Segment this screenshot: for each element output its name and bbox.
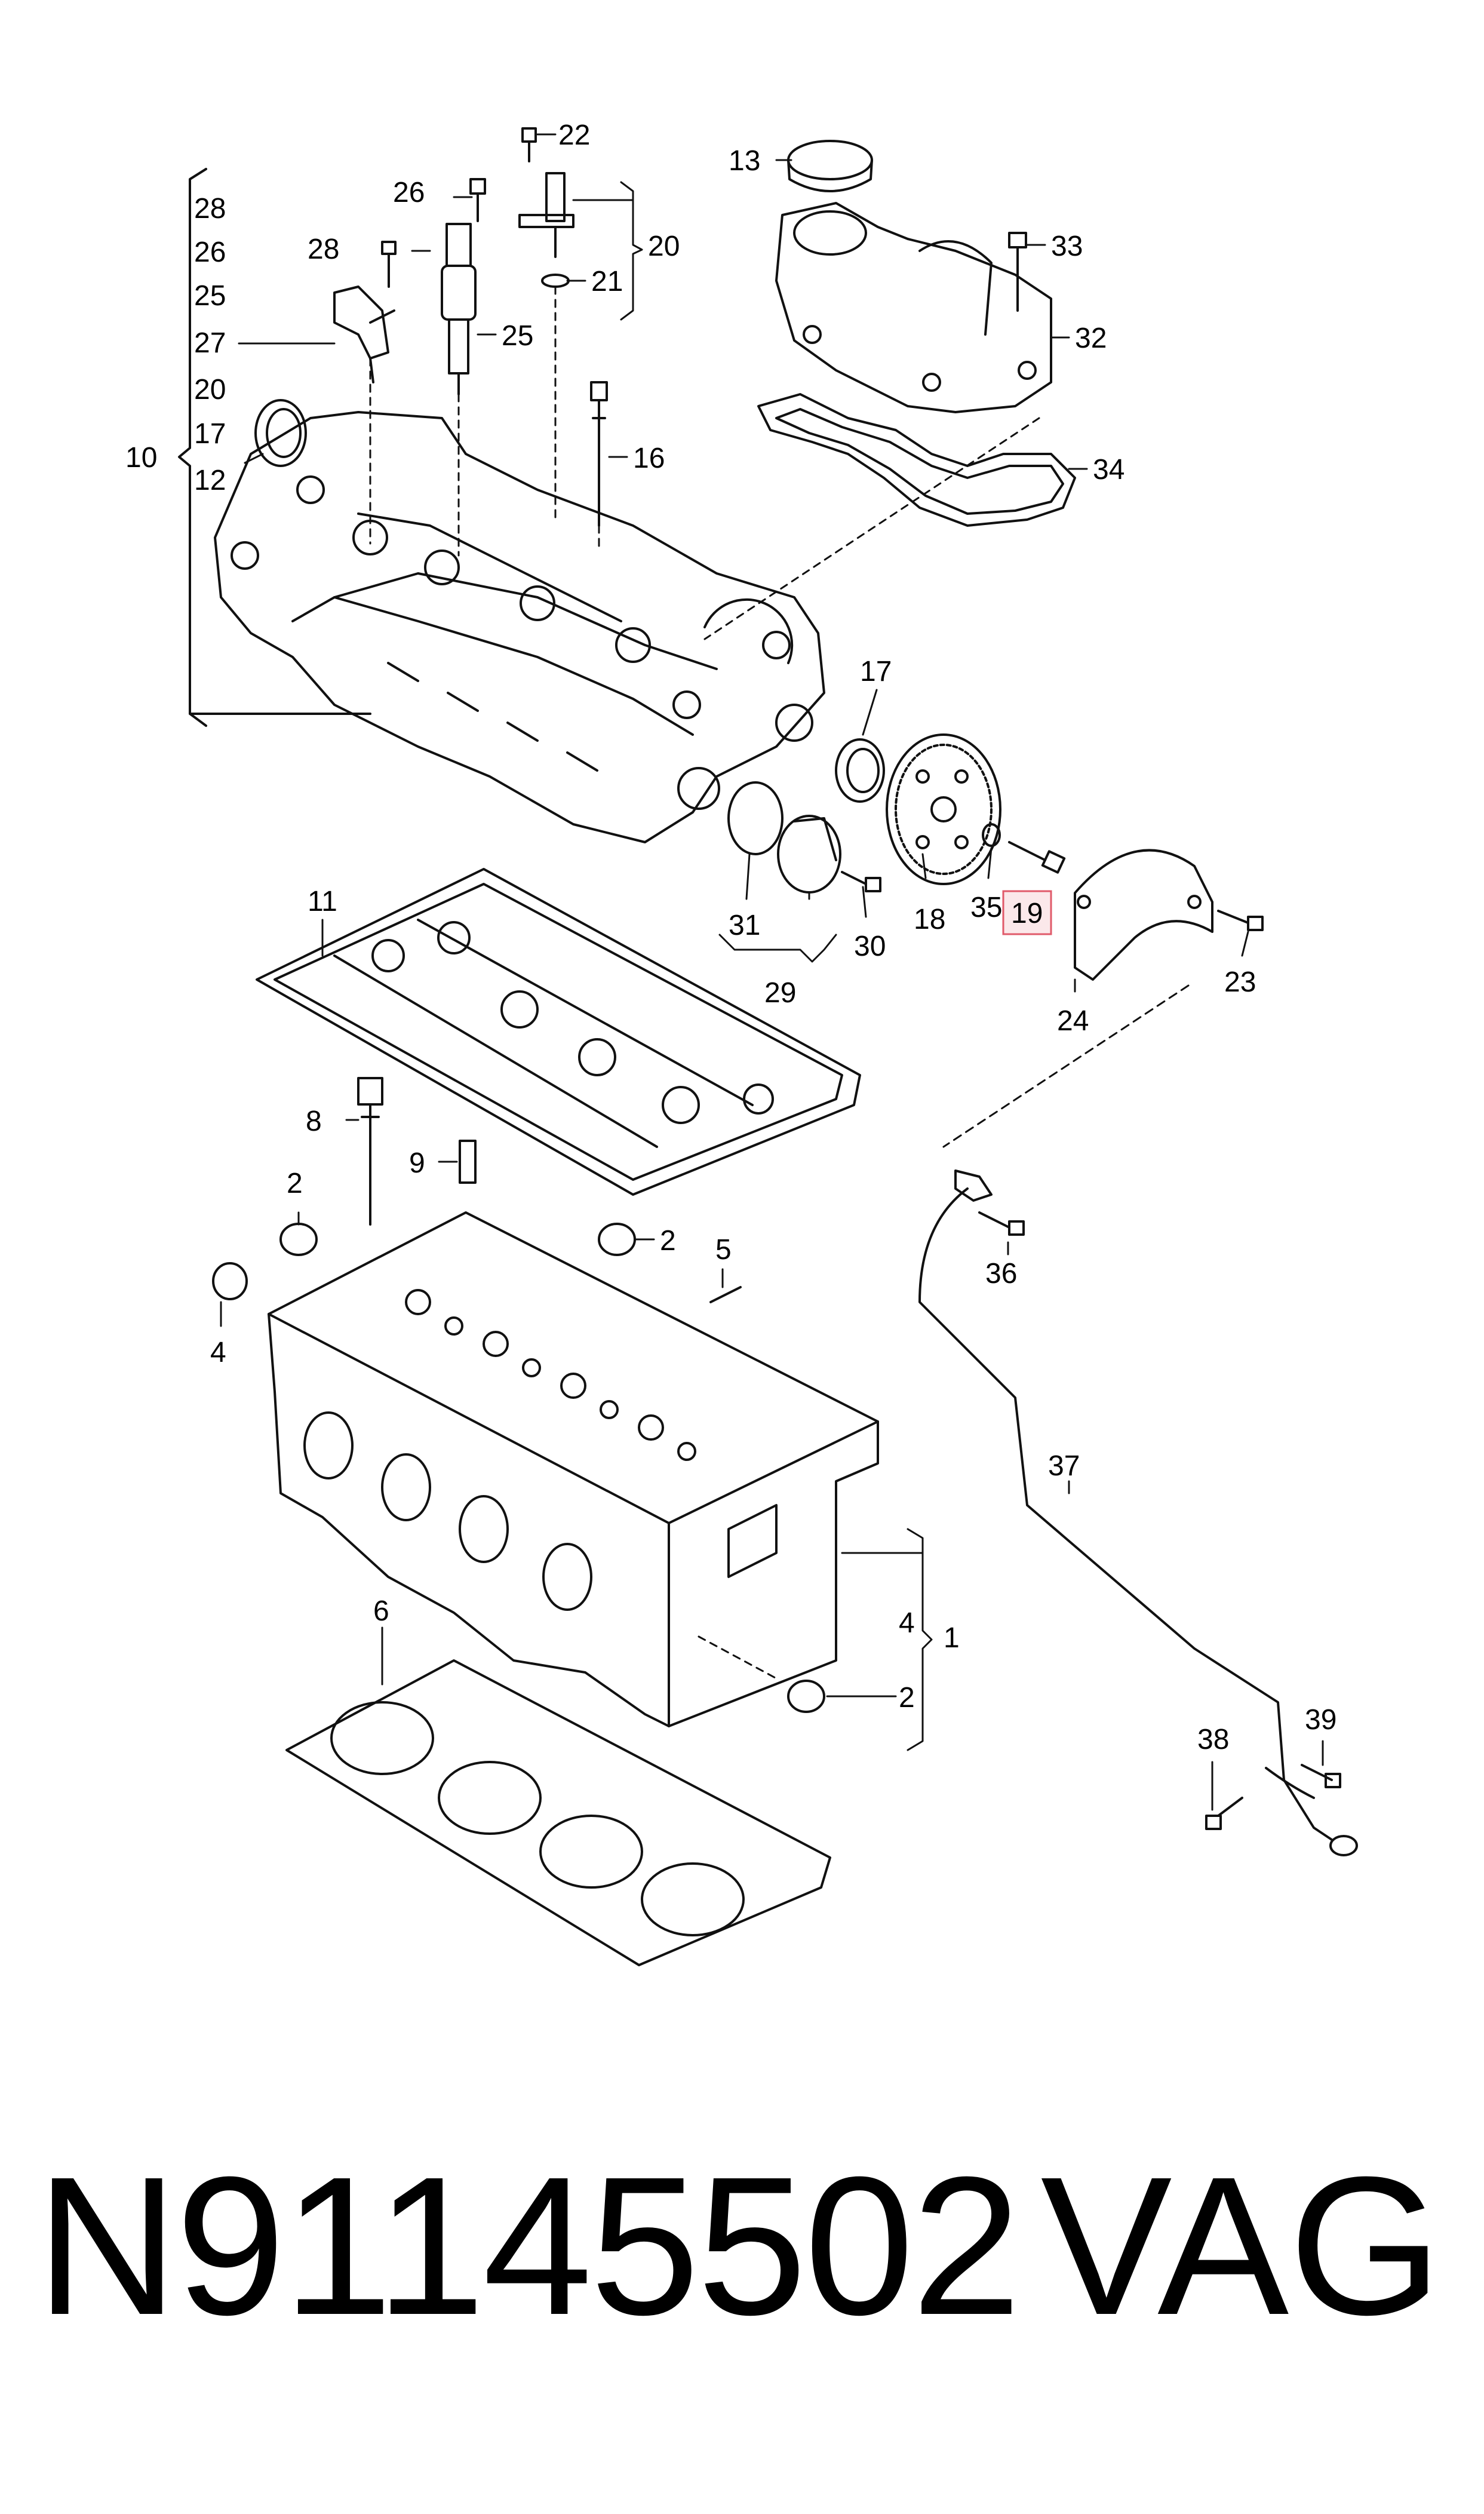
footer: N91145502 VAG <box>0 2126 1484 2437</box>
callout-2-bottom: 2 <box>899 1682 915 1714</box>
seal-12 <box>254 399 307 467</box>
callout-25: 25 <box>502 320 533 352</box>
callout-31: 31 <box>729 910 760 941</box>
sensor-27 <box>333 286 395 383</box>
callout-12: 12 <box>194 465 226 496</box>
o-ring-31 <box>727 781 784 855</box>
bolt-28 <box>381 241 397 288</box>
cover-24 <box>1074 849 1213 981</box>
breather-housing-32 <box>775 202 1052 413</box>
callout-19: 19 <box>1011 898 1043 929</box>
bolt-33 <box>1008 232 1027 312</box>
callout-38: 38 <box>1197 1724 1229 1755</box>
bolt-39 <box>1301 1764 1341 1788</box>
callout-labels: 28 26 25 27 20 17 10 12 22 26 28 20 21 2… <box>125 119 1336 1755</box>
callout-37: 37 <box>1048 1450 1080 1482</box>
leader-lines-top <box>369 286 600 557</box>
gasket-11 <box>256 868 861 1196</box>
callout-26-left: 26 <box>194 237 226 268</box>
callout-2-top: 2 <box>287 1168 303 1199</box>
cylinder-head <box>268 1211 879 1727</box>
bolt-38 <box>1205 1797 1243 1830</box>
callout-4-left: 4 <box>210 1337 226 1368</box>
stud-9 <box>459 1140 477 1184</box>
callout-34: 34 <box>1093 454 1124 486</box>
callout-13: 13 <box>729 145 760 177</box>
callout-39: 39 <box>1305 1704 1336 1736</box>
washer-35 <box>982 823 1001 847</box>
callout-9: 9 <box>409 1147 425 1179</box>
bolt-36 <box>978 1211 1025 1236</box>
cap-29 <box>777 815 841 894</box>
oil-line-37 <box>918 1169 1358 1856</box>
pin-5 <box>709 1286 742 1303</box>
camshaft-gear-18 <box>886 733 1001 885</box>
callout-22: 22 <box>558 119 590 151</box>
brand-name: VAG <box>1040 2135 1442 2356</box>
callout-2-right: 2 <box>660 1225 676 1257</box>
callout-8: 8 <box>306 1106 322 1137</box>
callout-4-right: 4 <box>899 1607 915 1639</box>
callout-25-left: 25 <box>194 280 226 312</box>
exploded-parts-diagram: 28 26 25 27 20 17 10 12 22 26 28 20 21 2… <box>125 119 1358 1966</box>
bolt-19 <box>1008 841 1066 874</box>
callout-17-right: 17 <box>860 656 892 687</box>
callout-27: 27 <box>194 327 226 359</box>
seal-17 <box>835 738 885 803</box>
callout-20-left: 20 <box>194 374 226 406</box>
callout-11: 11 <box>308 886 337 917</box>
callout-28: 28 <box>308 234 339 265</box>
bracket-group-10 <box>178 168 371 727</box>
sensor-25 <box>441 223 477 395</box>
bolt-26 <box>469 178 486 222</box>
callout-18: 18 <box>914 904 945 935</box>
callout-35: 35 <box>970 892 1002 923</box>
callout-36: 36 <box>985 1258 1017 1290</box>
callout-23: 23 <box>1224 966 1256 998</box>
sensor-20 <box>518 127 574 288</box>
callout-5: 5 <box>715 1234 732 1266</box>
bolt-30 <box>841 871 881 892</box>
bolt-16 <box>590 381 608 527</box>
callout-21: 21 <box>591 266 623 297</box>
plug-2 <box>279 1223 825 1713</box>
head-gasket-6 <box>285 1659 831 1966</box>
plug-4 <box>212 1262 248 1300</box>
callout-6: 6 <box>373 1595 389 1627</box>
callout-20: 20 <box>648 231 680 262</box>
highlight-box-19 <box>1002 890 1052 935</box>
callout-16: 16 <box>633 443 665 474</box>
callout-29: 29 <box>764 977 796 1009</box>
bolt-23 <box>1217 910 1264 931</box>
callout-26: 26 <box>393 177 425 208</box>
callout-30: 30 <box>854 931 886 962</box>
oil-filler-cap-13 <box>787 140 873 192</box>
bolt-8 <box>357 1077 383 1226</box>
callout-28-left: 28 <box>194 193 226 225</box>
callout-24: 24 <box>1057 1005 1089 1037</box>
callout-1: 1 <box>944 1622 960 1654</box>
label-leaders <box>220 133 1324 1811</box>
callout-17-left: 17 <box>194 418 226 450</box>
part-number: N91145502 <box>36 2135 1021 2356</box>
callout-32: 32 <box>1075 323 1107 354</box>
callout-10: 10 <box>125 442 157 474</box>
gasket-34 <box>757 393 1076 527</box>
cylinder-head-cover <box>214 411 825 843</box>
callout-33: 33 <box>1051 231 1083 262</box>
